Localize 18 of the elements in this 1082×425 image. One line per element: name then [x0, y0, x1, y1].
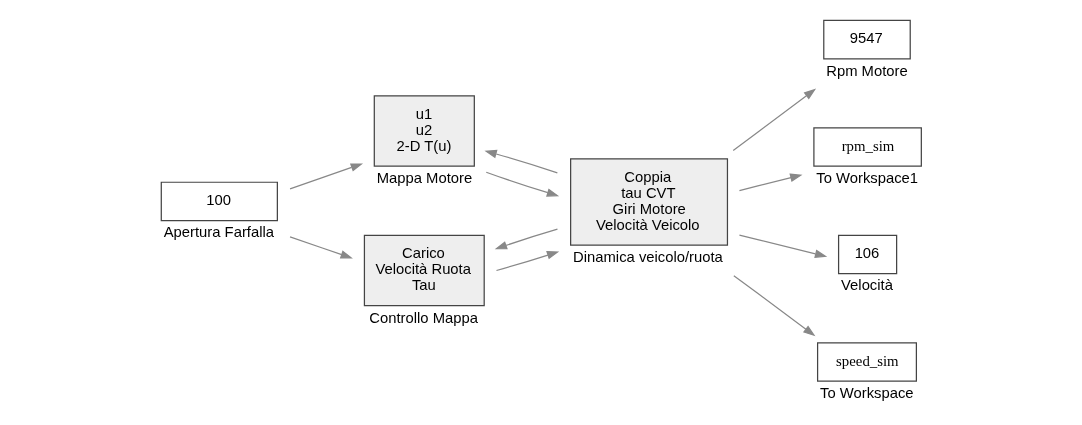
node-label: To Workspace1	[816, 169, 919, 186]
node-label: Dinamica veicolo/ruota	[573, 249, 723, 266]
arrow	[494, 228, 559, 250]
arrow	[289, 163, 364, 190]
node-label: Velocità	[841, 277, 893, 294]
node-label: To Workspace	[820, 384, 914, 401]
arrow	[738, 173, 803, 192]
arrow	[738, 234, 828, 258]
arrow	[484, 149, 558, 174]
arrow	[495, 251, 560, 272]
arrow	[733, 275, 816, 337]
node-label: Mappa Motore	[376, 169, 473, 186]
node-label: Controllo Mappa	[369, 309, 478, 326]
arrow	[732, 88, 817, 152]
node-label: Apertura Farfalla	[163, 224, 274, 241]
node-label: Rpm Motore	[826, 62, 908, 79]
arrow	[485, 171, 560, 197]
arrow	[289, 236, 353, 259]
